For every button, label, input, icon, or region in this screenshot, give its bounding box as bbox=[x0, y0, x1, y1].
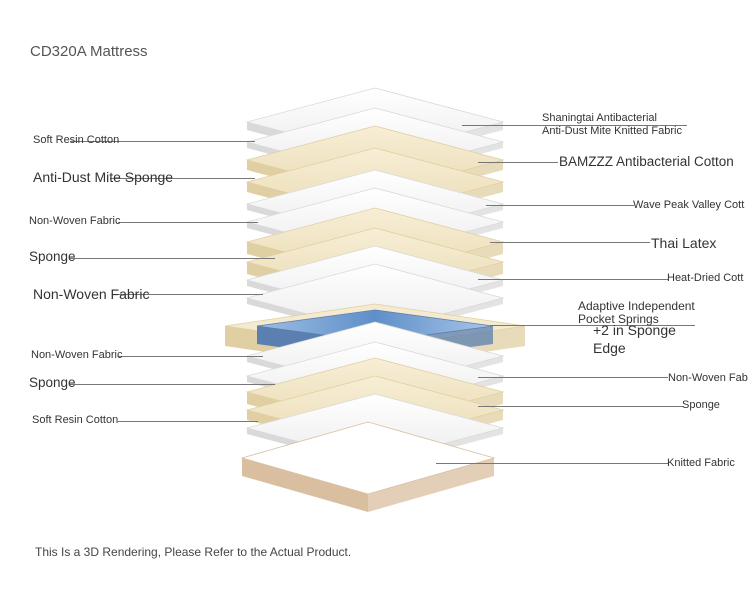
leader-line bbox=[478, 406, 683, 407]
label-springs-line2: Pocket Springs bbox=[578, 312, 659, 326]
leader-line bbox=[486, 205, 634, 206]
label-knitted-fabric-top-line1: Shaningtai Antibacterial bbox=[542, 112, 657, 124]
leader-line bbox=[118, 421, 258, 422]
label-heat-dried-cotton: Heat-Dried Cott bbox=[667, 272, 744, 284]
label-sponge-lower: Sponge bbox=[29, 375, 76, 390]
leader-line bbox=[462, 125, 687, 126]
leader-line bbox=[490, 242, 650, 243]
label-knitted-fabric-top-line2: Anti-Dust Mite Knitted Fabric bbox=[542, 125, 682, 137]
label-springs-line1: Adaptive Independent bbox=[578, 299, 695, 313]
page-title: CD320A Mattress bbox=[30, 43, 148, 60]
leader-line bbox=[436, 463, 668, 464]
label-knitted-fabric-bottom: Knitted Fabric bbox=[667, 457, 735, 469]
label-non-woven-fabric-2: Non-Woven Fabric bbox=[33, 286, 150, 302]
leader-line bbox=[70, 258, 275, 259]
leader-line bbox=[70, 384, 275, 385]
leader-line bbox=[478, 162, 558, 163]
layer-knitted-fabric-base bbox=[240, 421, 496, 512]
label-sponge-edge-line1: +2 in Sponge bbox=[593, 322, 676, 338]
leader-line bbox=[110, 178, 255, 179]
label-soft-resin-cotton-top: Soft Resin Cotton bbox=[33, 134, 120, 146]
leader-line bbox=[118, 222, 258, 223]
leader-line bbox=[118, 294, 263, 295]
label-anti-dust-mite-sponge: Anti-Dust Mite Sponge bbox=[33, 169, 174, 185]
leader-line bbox=[490, 325, 695, 326]
label-bamzzz-cotton: BAMZZZ Antibacterial Cotton bbox=[559, 154, 734, 169]
disclaimer-note: This Is a 3D Rendering, Please Refer to … bbox=[35, 545, 352, 559]
label-non-woven-fabric-1: Non-Woven Fabric bbox=[29, 215, 121, 227]
label-non-woven-fabric-3: Non-Woven Fabric bbox=[31, 349, 123, 361]
label-non-woven-fabric-right: Non-Woven Fab bbox=[668, 372, 748, 384]
label-soft-resin-cotton-bottom: Soft Resin Cotton bbox=[32, 414, 119, 426]
label-sponge-edge-line2: Edge bbox=[593, 340, 626, 356]
leader-line bbox=[478, 279, 668, 280]
leader-line bbox=[118, 356, 263, 357]
label-thai-latex: Thai Latex bbox=[651, 235, 717, 251]
leader-line bbox=[478, 377, 668, 378]
label-sponge-upper: Sponge bbox=[29, 249, 76, 264]
leader-line bbox=[70, 141, 255, 142]
label-wave-peak-valley: Wave Peak Valley Cott bbox=[633, 199, 745, 211]
label-sponge-right: Sponge bbox=[682, 399, 720, 411]
